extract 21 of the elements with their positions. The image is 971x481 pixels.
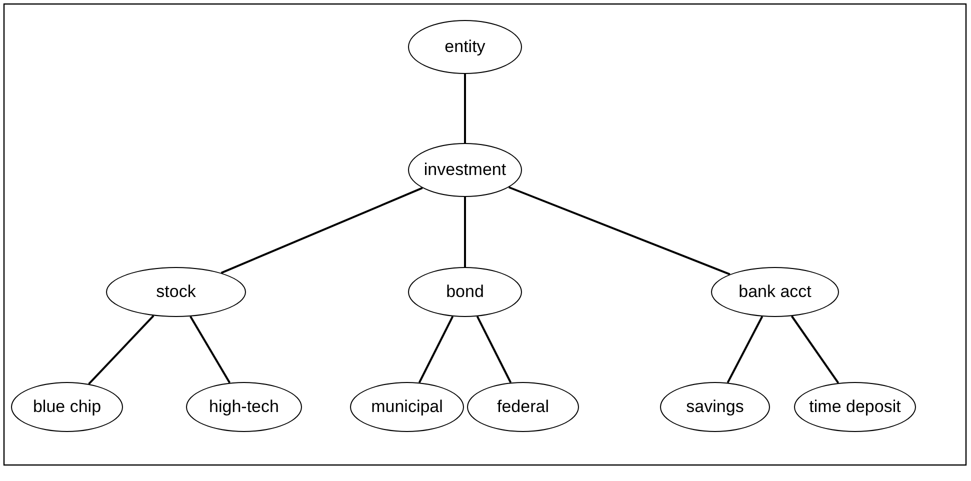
connector-line	[464, 74, 466, 143]
connector-line	[190, 316, 231, 384]
connector-line	[464, 197, 466, 267]
connector-line	[476, 316, 512, 384]
node-label: stock	[156, 282, 196, 302]
node-label: entity	[444, 37, 486, 57]
node-label: federal	[497, 397, 549, 417]
connector-line	[726, 316, 764, 384]
node-label: blue chip	[32, 397, 102, 417]
node-label: bond	[446, 282, 484, 302]
node-label: savings	[686, 397, 744, 417]
node-label: investment	[424, 160, 506, 180]
connector-line	[790, 316, 840, 384]
connector-line	[88, 315, 154, 385]
node-label: high-tech	[209, 397, 279, 417]
node-label: bank acct	[738, 282, 812, 302]
connector-line	[508, 186, 730, 276]
connector-line	[418, 316, 454, 384]
node-label: time deposit	[809, 397, 901, 417]
node-label: municipal	[371, 397, 443, 417]
connector-line	[220, 187, 423, 274]
